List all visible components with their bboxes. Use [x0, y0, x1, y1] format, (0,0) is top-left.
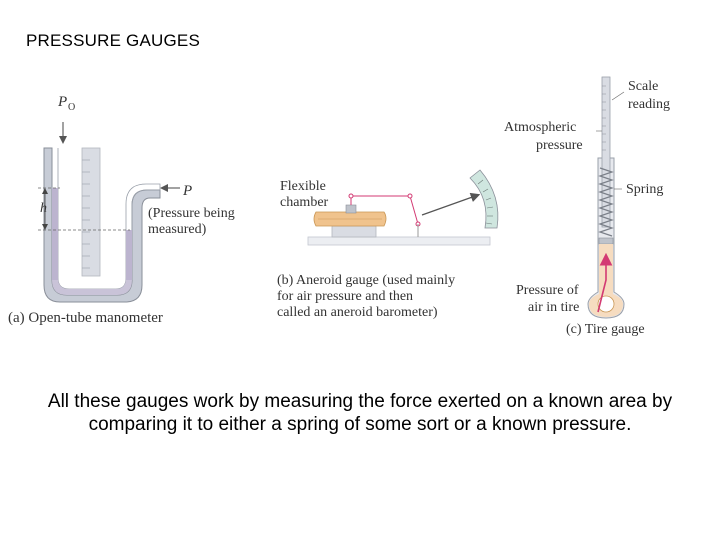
manometer-caption: (a) Open-tube manometer [8, 310, 163, 326]
aneroid-dial [469, 169, 499, 229]
manometer-tube [43, 147, 161, 303]
tire-scale-line2: reading [628, 97, 670, 112]
aneroid-base [307, 236, 491, 246]
manometer-p0-label: P [57, 94, 67, 110]
tire-caption: (c) Tire gauge [566, 322, 645, 337]
aneroid-gauge: Flexible chamber (b) Aneroid gauge (used… [277, 169, 499, 320]
tire-pressure-line1: Pressure of [516, 283, 579, 298]
manometer-h-label: h [40, 201, 47, 216]
manometer-measured-line2: measured) [148, 222, 207, 237]
manometer-measured-line1: (Pressure being [148, 206, 235, 221]
tire-atm-line2: pressure [536, 138, 583, 153]
spring [598, 167, 614, 237]
page-title: PRESSURE GAUGES [26, 31, 200, 50]
tire-atm-line1: Atmospheric [504, 120, 576, 135]
tire-spring-label: Spring [626, 182, 663, 197]
tire-pressure-line2: air in tire [528, 300, 579, 315]
aneroid-caption-line2: for air pressure and then [277, 289, 413, 304]
gauges-figure: h P O P (Pressure being measured) (a) Op… [8, 76, 670, 337]
page-caption: All these gauges work by measuring the f… [47, 391, 673, 435]
manometer-scale [81, 147, 101, 277]
tire-scale-line1: Scale [628, 79, 658, 94]
open-tube-manometer: h P O P (Pressure being measured) (a) Op… [8, 94, 235, 326]
tire-gauge: Scale reading Atmospheric pressure Sprin… [504, 76, 670, 337]
scale-rod [601, 76, 611, 228]
aneroid-chamber-line1: Flexible [280, 179, 326, 194]
manometer-p0-subscript: O [68, 102, 75, 113]
aneroid-caption-line3: called an aneroid barometer) [277, 305, 438, 320]
aneroid-pointer [421, 192, 481, 216]
aneroid-caption-line1: (b) Aneroid gauge (used mainly [277, 273, 455, 288]
manometer-p-label: P [182, 183, 192, 199]
aneroid-chamber-line2: chamber [280, 195, 329, 210]
